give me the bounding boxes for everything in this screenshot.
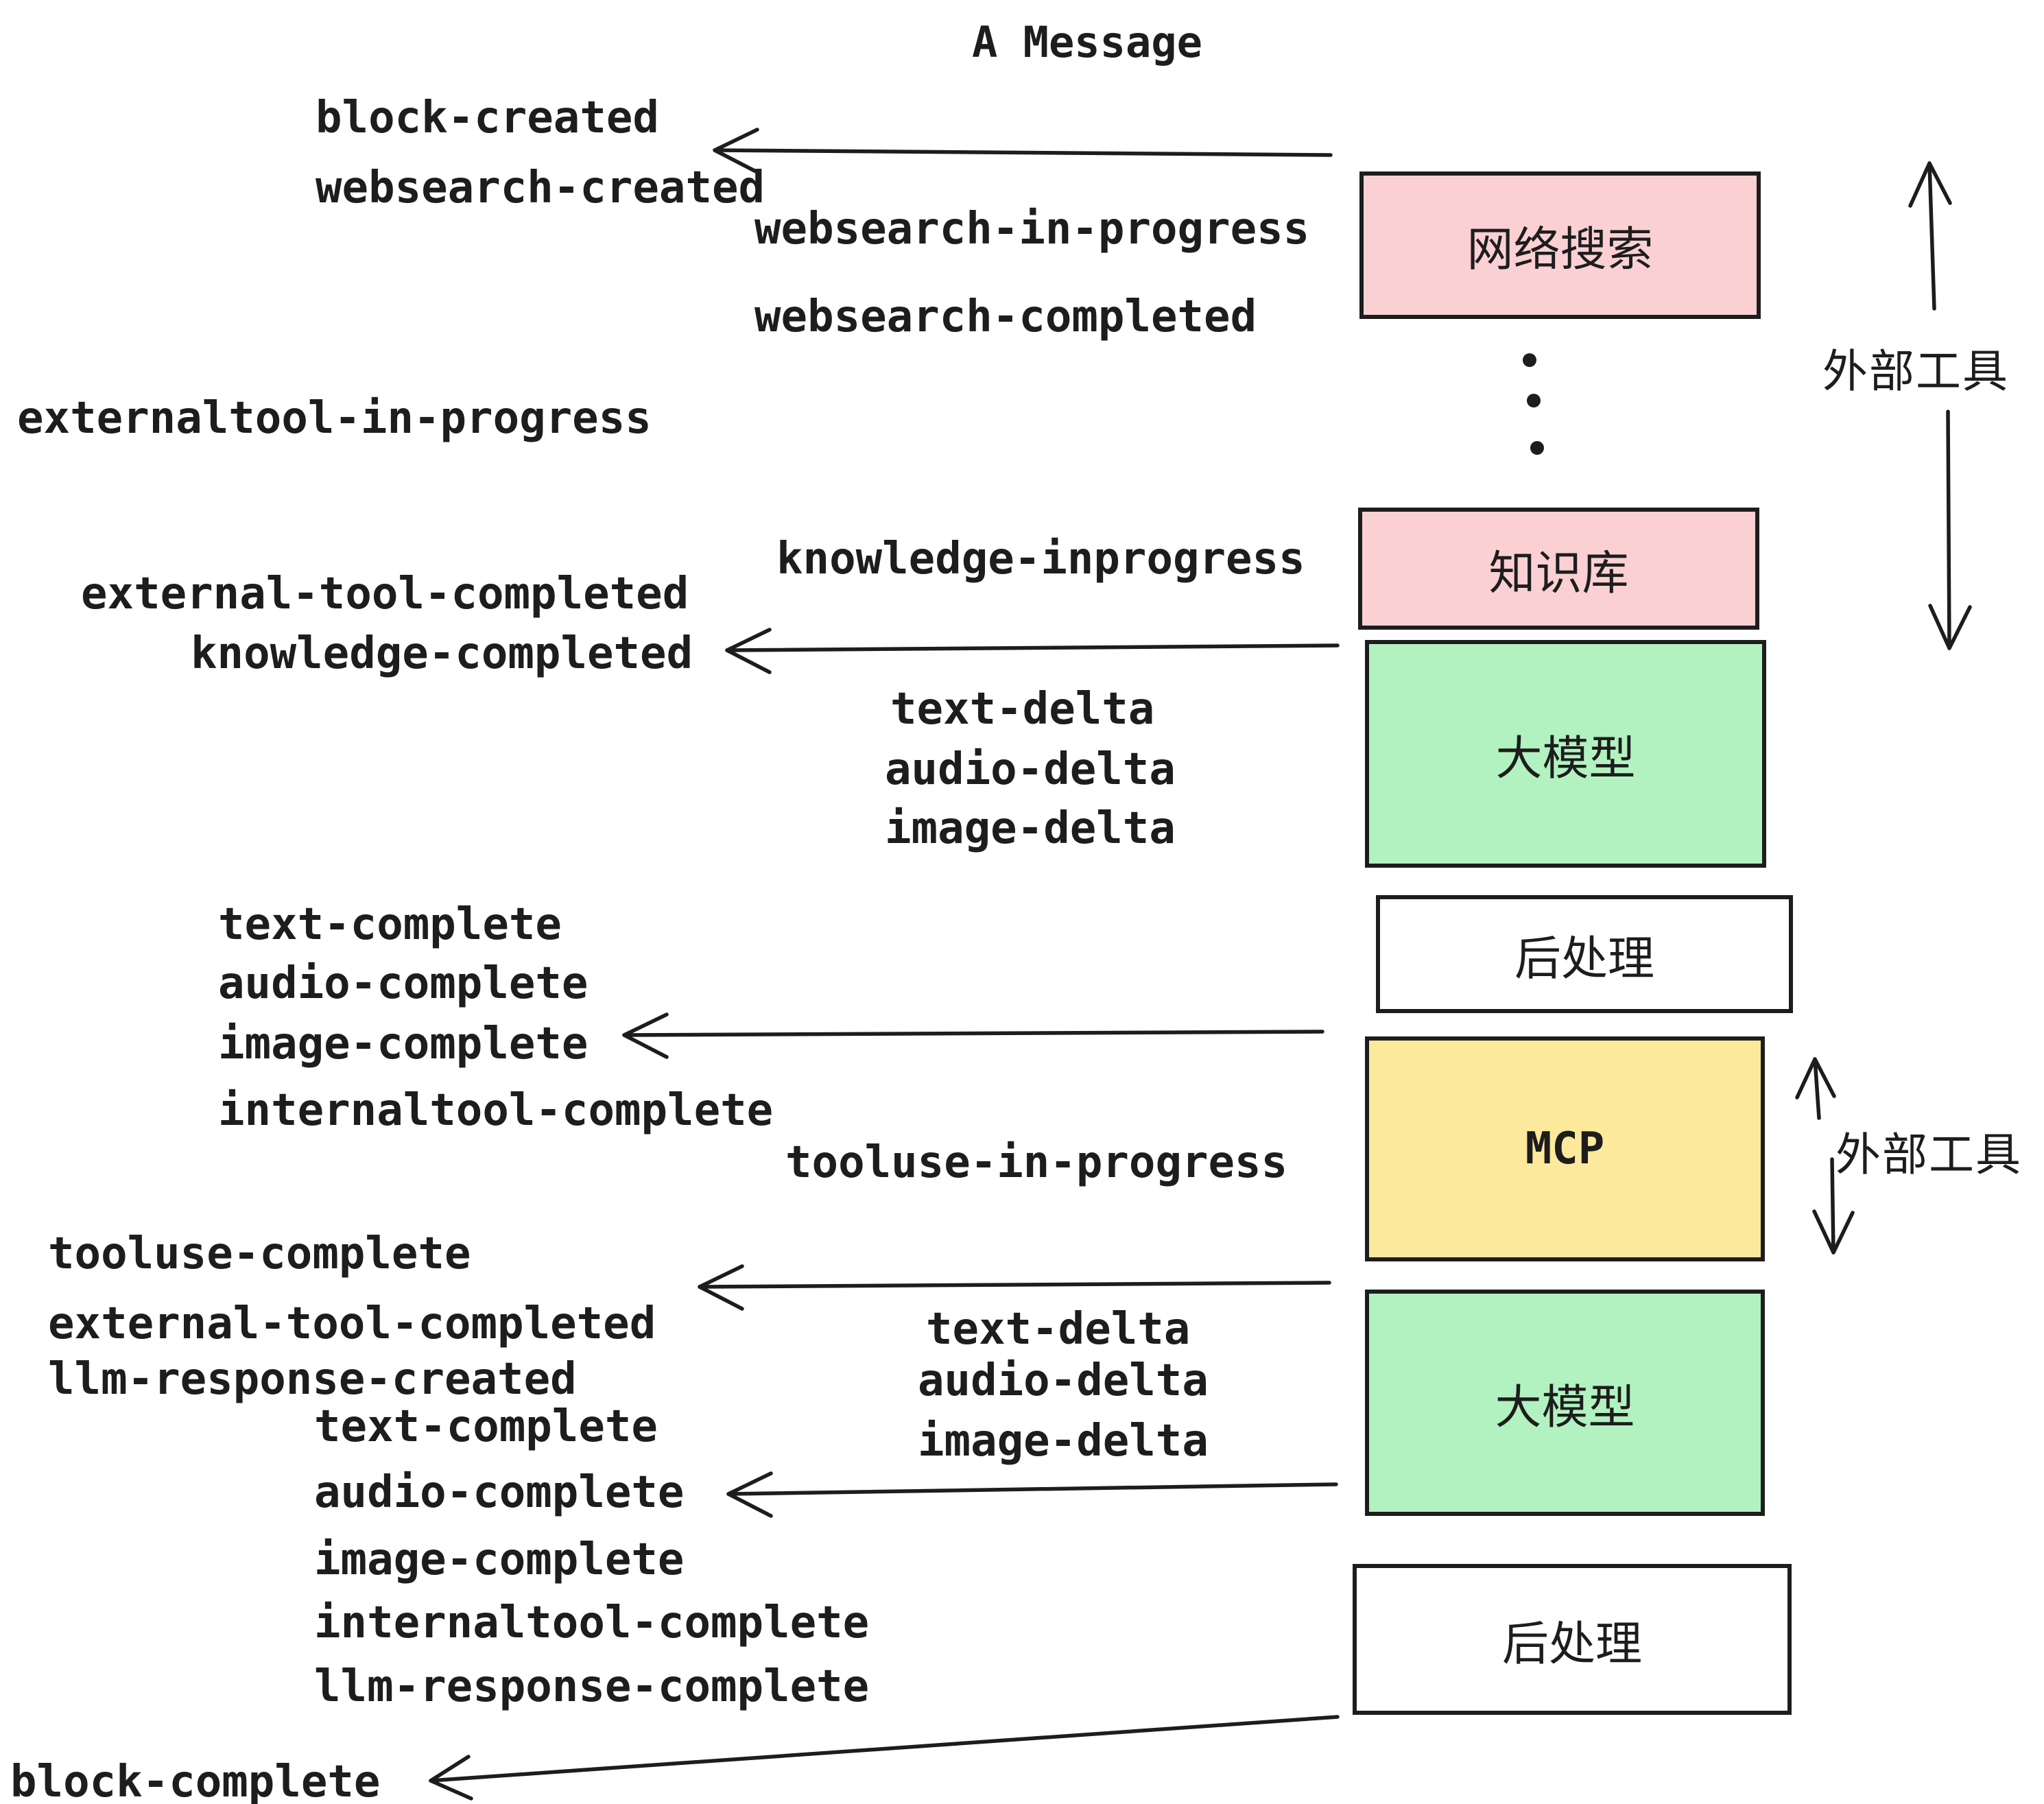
- event-block-created: block-created: [316, 93, 659, 143]
- event-tooluse-in-progress: tooluse-in-progress: [785, 1137, 1288, 1188]
- box-websearch-label: 网络搜索: [1466, 224, 1654, 276]
- event-text-delta-1: text-delta: [890, 684, 1155, 735]
- event-websearch-in-progress: websearch-in-progress: [754, 204, 1310, 254]
- event-externaltool-in-progress: externaltool-in-progress: [17, 393, 652, 444]
- arrow-left-to-block-complete-icon: [429, 1715, 1340, 1801]
- box-mcp: MCP: [1365, 1036, 1765, 1261]
- event-audio-delta-1: audio-delta: [885, 744, 1176, 795]
- box-postprocess-1: 后处理: [1376, 895, 1793, 1013]
- event-websearch-completed: websearch-completed: [754, 292, 1257, 342]
- box-postprocess-2-label: 后处理: [1501, 1617, 1642, 1670]
- event-external-tool-completed-2: external-tool-completed: [48, 1298, 656, 1349]
- event-external-tool-completed-1: external-tool-completed: [81, 569, 689, 619]
- external-tools-label-mid: 外部工具: [1835, 1118, 2022, 1184]
- event-llm-response-complete: llm-response-complete: [314, 1661, 870, 1712]
- event-audio-complete-1: audio-complete: [218, 958, 589, 1009]
- box-llm-2-label: 大模型: [1495, 1381, 1635, 1434]
- event-knowledge-completed: knowledge-completed: [191, 628, 693, 679]
- box-knowledge-label: 知识库: [1488, 547, 1629, 600]
- event-text-complete-1: text-complete: [218, 899, 562, 950]
- event-image-delta-2: image-delta: [918, 1416, 1209, 1467]
- external-tools-vertical-arrow-top-icon: [1908, 161, 1972, 650]
- box-postprocess-1-label: 后处理: [1514, 932, 1654, 985]
- event-websearch-created: websearch-created: [316, 163, 765, 213]
- event-image-delta-1: image-delta: [885, 803, 1176, 854]
- vertical-ellipsis-dots-icon: [1523, 353, 1544, 455]
- arrow-left-to-audio-complete-icon: [726, 1471, 1338, 1518]
- box-postprocess-2: 后处理: [1353, 1564, 1792, 1715]
- arrow-left-to-block-created-icon: [713, 128, 1333, 174]
- arrow-left-to-image-complete-icon: [622, 1012, 1324, 1059]
- event-internaltool-complete-1: internaltool-complete: [218, 1085, 774, 1136]
- page-title: A Message: [972, 17, 1202, 67]
- external-tools-label-top: 外部工具: [1822, 335, 2009, 401]
- event-knowledge-inprogress: knowledge-inprogress: [776, 534, 1305, 584]
- event-audio-complete-2: audio-complete: [314, 1467, 685, 1518]
- event-image-complete-2: image-complete: [314, 1534, 685, 1585]
- box-llm-2: 大模型: [1365, 1290, 1765, 1516]
- box-llm-1: 大模型: [1365, 640, 1766, 868]
- event-block-complete: block-complete: [10, 1757, 381, 1804]
- box-mcp-label: MCP: [1525, 1124, 1605, 1174]
- event-text-delta-2: text-delta: [926, 1304, 1191, 1355]
- event-audio-delta-2: audio-delta: [918, 1355, 1209, 1406]
- event-internaltool-complete-2: internaltool-complete: [314, 1598, 870, 1648]
- box-llm-1-label: 大模型: [1495, 732, 1636, 785]
- event-text-complete-2: text-complete: [314, 1401, 658, 1452]
- event-llm-response-created: llm-response-created: [48, 1354, 577, 1405]
- box-websearch: 网络搜索: [1359, 171, 1761, 319]
- arrow-left-to-knowledge-completed-icon: [725, 628, 1340, 674]
- arrow-left-to-tooluse-complete-icon: [698, 1264, 1331, 1311]
- event-image-complete-1: image-complete: [218, 1019, 589, 1069]
- event-tooluse-complete: tooluse-complete: [48, 1229, 471, 1279]
- box-knowledge: 知识库: [1358, 508, 1759, 630]
